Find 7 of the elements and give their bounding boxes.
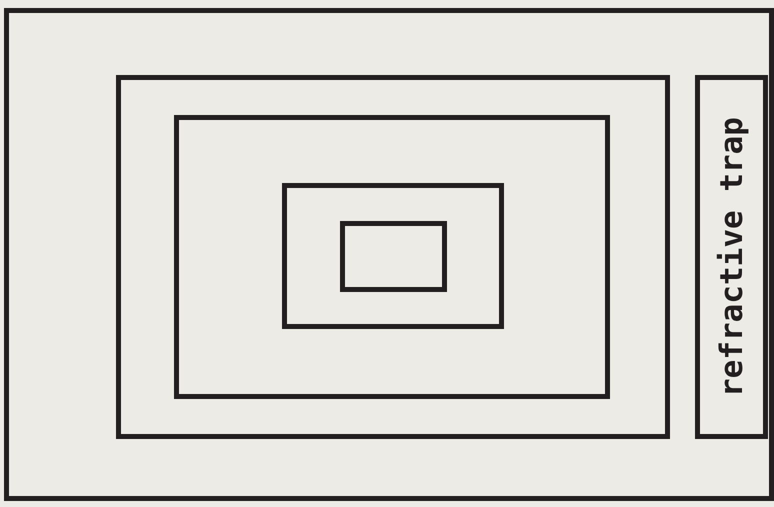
frame-rectangle (282, 183, 504, 329)
frame-rectangle (174, 115, 610, 399)
frame-rectangle (116, 75, 670, 439)
frame-rectangle (4, 8, 774, 501)
vertical-label: refractive trap (714, 117, 750, 397)
label-box (695, 75, 768, 439)
frame-rectangle (340, 221, 447, 292)
